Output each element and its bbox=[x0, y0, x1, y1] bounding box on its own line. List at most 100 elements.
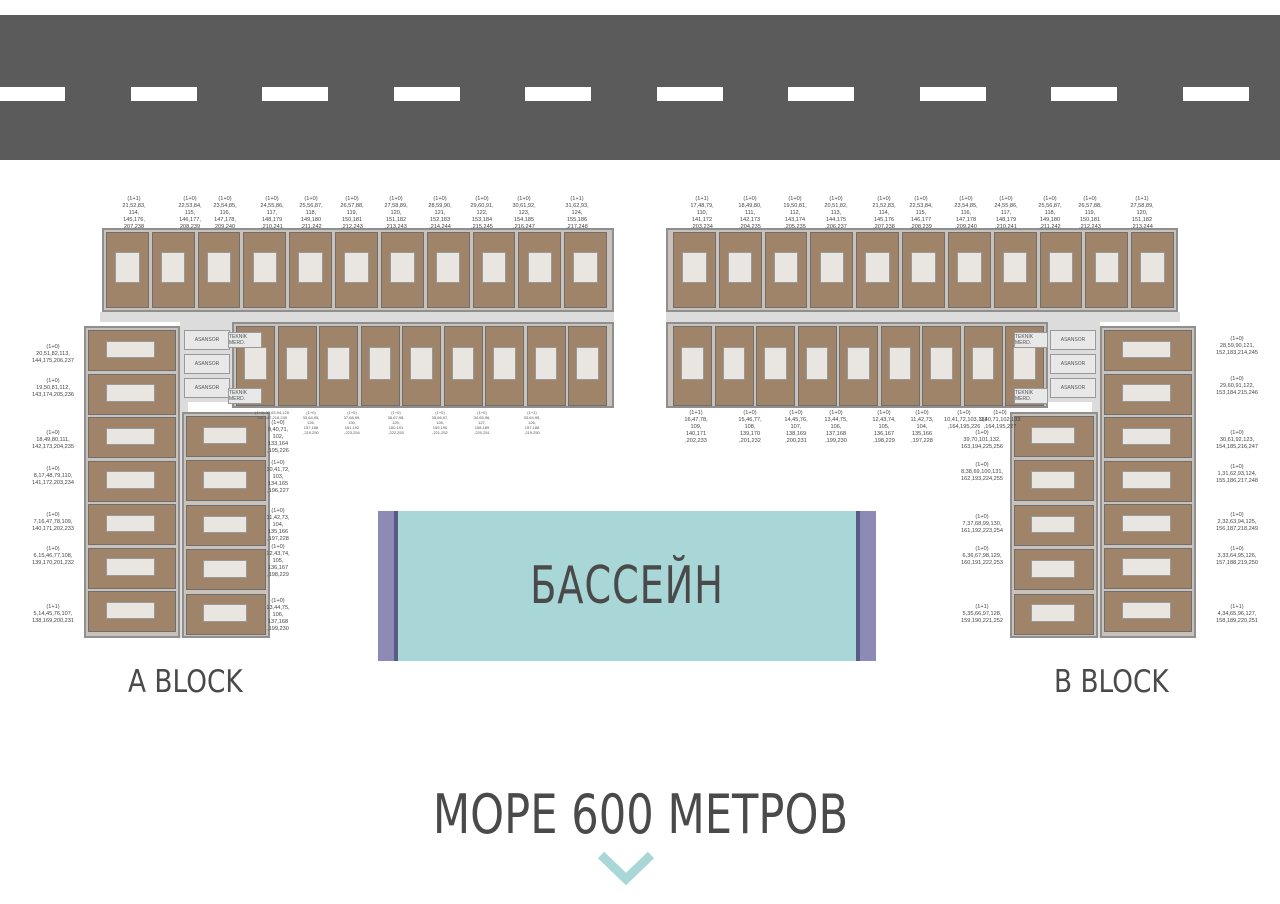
apartment-unit bbox=[88, 547, 176, 589]
apartment-unit bbox=[673, 232, 716, 308]
unit-label: (1+0) 20,51,82, 113, 144,175 ,206,237 bbox=[824, 196, 848, 230]
apartment-unit bbox=[564, 232, 607, 308]
apartment-unit bbox=[88, 330, 176, 371]
b-block-label: B BLOCK bbox=[1054, 664, 1169, 700]
apartment-unit bbox=[1104, 591, 1192, 632]
apartment-unit bbox=[1104, 417, 1192, 458]
unit-label: (1+0) 6,15,46,77,108, 139,170,201,232 bbox=[32, 546, 74, 566]
unit-label: (1+0) 23,54,85, 116, 147,178, 209,240 bbox=[213, 196, 237, 230]
a-block-label: A BLOCK bbox=[128, 664, 243, 700]
road-dash bbox=[1051, 87, 1117, 101]
road-dash bbox=[788, 87, 854, 101]
apartment-unit bbox=[360, 326, 400, 406]
unit-label: (1+1) 21,52,83, 114, 145,176, 207,238 bbox=[122, 196, 146, 230]
unit-label: (1+0) 6,36,67,98,129, 160,191,222,253 bbox=[961, 546, 1003, 566]
elevator: ASANSOR bbox=[1050, 330, 1096, 350]
road-dash bbox=[262, 87, 328, 101]
unit-label: (1+0) 27,58,89, 120, 151,182 ,213,243 bbox=[384, 196, 408, 230]
apartment-unit bbox=[756, 326, 795, 406]
unit-label: (1+0) 10,41,72,103,133 ,164,195,226 bbox=[944, 410, 988, 430]
apartment-unit bbox=[718, 232, 762, 308]
apartment-unit bbox=[714, 326, 754, 406]
unit-label: (1+0) 20,51,82,113, 144,175,206,237 bbox=[32, 344, 74, 364]
apartment-unit bbox=[186, 504, 266, 546]
apartment-unit bbox=[402, 326, 441, 406]
unit-label: (1+0) 30,61,92, 123, 154,185 ,216,247 bbox=[512, 196, 536, 230]
unit-label: (1+0) 22,53,84, 115, 146,177, 208,239 bbox=[178, 196, 202, 230]
apartment-unit bbox=[526, 326, 566, 406]
unit-label: (1+0) 7,37,68,99,130, 161,192,223,254 bbox=[961, 514, 1003, 534]
apartment-unit bbox=[1085, 232, 1129, 308]
apartment-unit bbox=[1014, 460, 1094, 502]
unit-label: (1+0) 30,61,92,123, 154,185,216,247 bbox=[1216, 430, 1258, 450]
unit-label: (1+0) 37,68,99, 130, 161,192 ,223,254 bbox=[343, 410, 361, 435]
unit-label: (1+0) 22,53,84, 115, 146,177 ,208,239 bbox=[909, 196, 933, 230]
road-dash bbox=[656, 87, 723, 101]
unit-label: (1+0) 35,66,97, 128, 159,190 ,221,252 bbox=[431, 410, 449, 435]
corridor bbox=[100, 312, 614, 322]
corridor bbox=[666, 312, 1180, 322]
apartment-unit bbox=[764, 232, 808, 308]
unit-label: (1+0) 18,49,80,111, 142,173,204,235 bbox=[32, 430, 74, 450]
apartment-unit bbox=[289, 232, 333, 308]
apartment-unit bbox=[880, 326, 920, 406]
unit-label: (1+1) 16,47,78, 109, 140,171 ,202,233 bbox=[684, 410, 708, 444]
unit-label: (1+1) 4,34,65,96,127, 158,189,220,251 bbox=[1216, 604, 1258, 624]
unit-label: (1+0) 13,44,75, 106, 137,168 ,199,230 bbox=[824, 410, 848, 444]
unit-label: (1+0) 8,38,69,100,131, 162,193,224,255 bbox=[961, 462, 1003, 482]
unit-label: (1+0) 3,33,64,95,126, 157,188,219,250 bbox=[1216, 546, 1258, 566]
unit-label: (1+0) 28,59,90, 121, 152,183 ,214,244 bbox=[428, 196, 452, 230]
apartment-unit bbox=[1104, 504, 1192, 545]
pool: БАССЕЙН bbox=[378, 511, 876, 661]
elevator: ASANSOR bbox=[184, 330, 230, 350]
unit-label: (1+0) 25,56,87, 118, 149,180 ,211,242 bbox=[299, 196, 323, 230]
apartment-unit bbox=[1104, 330, 1192, 371]
apartment-unit bbox=[106, 232, 149, 308]
sea-distance-text: МОРЕ 600 МЕТРОВ bbox=[432, 783, 848, 846]
unit-label: (1+0) 1,31,62,93,124, 155,186,217,248 bbox=[1216, 464, 1258, 484]
apartment-unit bbox=[443, 326, 483, 406]
apartment-unit bbox=[151, 232, 195, 308]
apartment-unit bbox=[993, 232, 1037, 308]
unit-label: (1+0) 9,40,71,102,133 ,164,195,227 bbox=[980, 410, 1021, 430]
stairwell: TEKNİK MERD. bbox=[228, 332, 262, 348]
road-dash bbox=[0, 87, 65, 101]
apartment-unit bbox=[963, 326, 1003, 406]
pool-edge-left bbox=[378, 511, 398, 661]
apartment-unit bbox=[88, 417, 176, 458]
road-dash bbox=[393, 87, 460, 101]
unit-label: (1+0) 12,43,74, 105, 136,167 ,198,229 bbox=[266, 544, 290, 578]
apartment-unit bbox=[88, 373, 176, 415]
pool-edge-right bbox=[856, 511, 876, 661]
unit-label: (1+0) 21,52,83, 114, 145,176 ,207,238 bbox=[872, 196, 896, 230]
unit-label: (1+0) 26,57,88, 119, 150,181 ,212,243 bbox=[340, 196, 364, 230]
unit-label: (1+0) 39,70,101,132, 163,194,225,256 bbox=[961, 430, 1003, 450]
apartment-unit bbox=[1014, 593, 1094, 635]
unit-label: (1+0) 10,41,72, 103, 134,165 ,196,227 bbox=[266, 460, 290, 494]
apartment-unit bbox=[186, 416, 266, 457]
unit-label: (1+1) 17,48,79, 110, 141,172 ,203,234 bbox=[690, 196, 714, 230]
chevron-down-icon bbox=[597, 851, 655, 886]
unit-label: (1+0) 29,60,91, 122, 153,184 ,215,245 bbox=[470, 196, 494, 230]
apartment-unit bbox=[1014, 549, 1094, 591]
apartment-unit bbox=[1014, 504, 1094, 546]
stairwell: TEKNİK MERD. bbox=[1014, 332, 1048, 348]
apartment-unit bbox=[1014, 416, 1094, 457]
unit-label: (1+0) 19,50,81, 112, 143,174 ,205,235 bbox=[783, 196, 807, 230]
unit-label: (1+1) 5,14,45,76,107, 138,169,200,231 bbox=[32, 604, 74, 624]
apartment-unit bbox=[1104, 460, 1192, 502]
apartment-unit bbox=[810, 232, 854, 308]
apartment-unit bbox=[922, 326, 961, 406]
unit-label: (1+0) 12,43,74, 105, 136,167 ,198,229 bbox=[872, 410, 896, 444]
apartment-unit bbox=[186, 460, 266, 502]
elevator: ASANSOR bbox=[184, 354, 230, 374]
unit-label: (1+0) 2,32,63,94,125, 156,187,218,249 bbox=[1216, 512, 1258, 532]
unit-label: (1+1) 32,63,94,125 156,187,218,249 bbox=[255, 410, 289, 420]
unit-label: (1+0) 8,17,48,79,110, 141,172,203,234 bbox=[32, 466, 74, 486]
elevator: ASANSOR bbox=[1050, 378, 1096, 398]
unit-label: (1+0) 25,56,87, 118, 149,180 ,211,242 bbox=[1038, 196, 1062, 230]
unit-label: (1+0) 24,55,86, 117, 148,179 ,210,241 bbox=[260, 196, 284, 230]
unit-label: (1+1) 5,35,66,97,128, 159,190,221,252 bbox=[961, 604, 1003, 624]
apartment-unit bbox=[380, 232, 424, 308]
stairwell: TEKNİK MERD. bbox=[228, 388, 262, 404]
